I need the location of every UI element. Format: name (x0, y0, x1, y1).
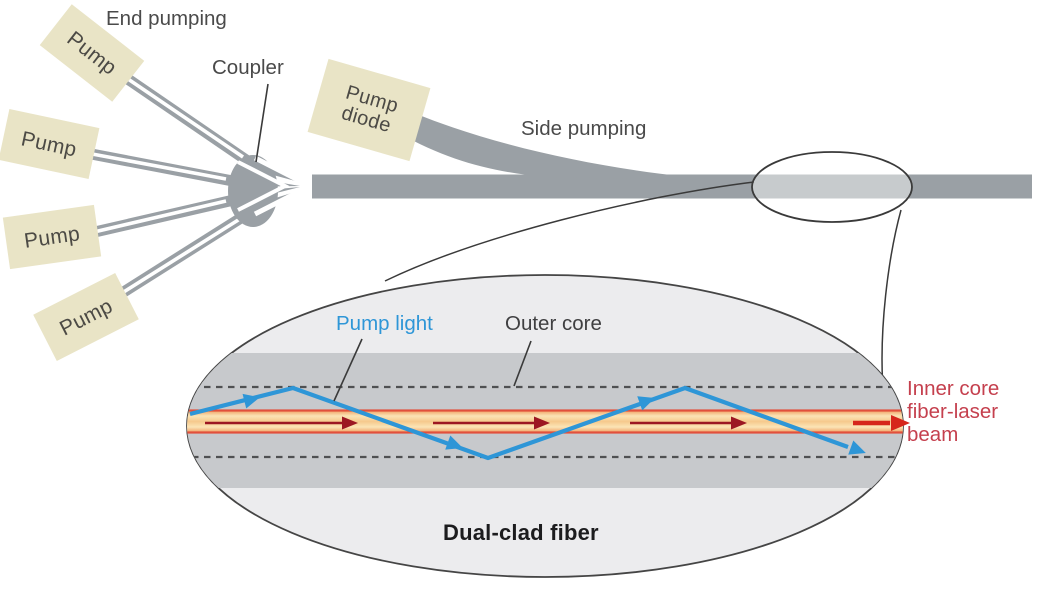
laser-beam-arrows (205, 416, 747, 430)
magnifier-small-ellipse (751, 151, 913, 223)
coupler-outer-chevron (253, 155, 316, 217)
magnifier-leader-right (881, 209, 902, 390)
coupler-pointer-line (255, 83, 269, 163)
pump-box-1-label: Pump (62, 26, 122, 80)
inner-core-label: Inner core fiber-laser beam (907, 377, 1000, 446)
coupler-inner-chevron (237, 160, 290, 212)
side-pumping-label: Side pumping (521, 117, 647, 140)
pump-diode-label: Pump diode (338, 81, 401, 138)
pump-light-pointer-line (333, 338, 363, 402)
pump-light-label: Pump light (336, 312, 433, 335)
coupler (228, 155, 316, 227)
magnifier-leader-left (384, 181, 755, 282)
dual-clad-caption: Dual-clad fiber (443, 520, 599, 545)
outer-core-label: Outer core (505, 312, 602, 335)
end-pumping-label: End pumping (106, 7, 227, 30)
end-pump-fibers (58, 55, 256, 315)
outer-core-pointer-line (513, 340, 532, 387)
side-pump-taper (399, 113, 735, 181)
dual-clad-contents (187, 353, 903, 488)
pump-box-3-label: Pump (22, 221, 82, 253)
pump-box-2-label: Pump (19, 126, 79, 162)
pump-box-4-label: Pump (55, 294, 117, 340)
coupler-label: Coupler (212, 56, 284, 79)
pump-light-zigzag (189, 385, 866, 461)
fiber-laser-output-arrow (853, 415, 910, 431)
